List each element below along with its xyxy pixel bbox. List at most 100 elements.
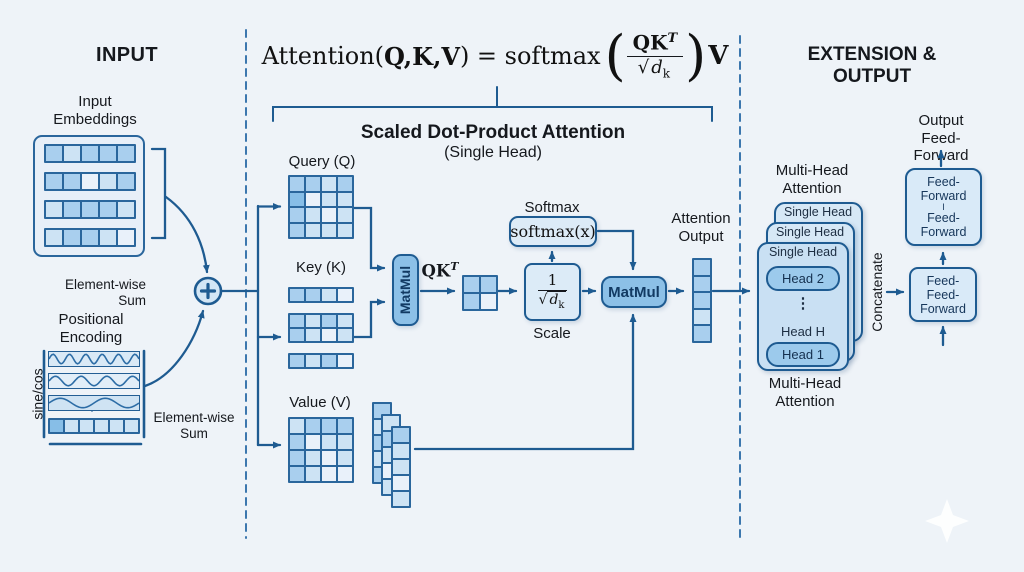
- matrix-cell: [322, 192, 336, 206]
- matrix-cell: [338, 451, 352, 465]
- matrix-cell: [95, 420, 108, 432]
- matrix-cell: [118, 230, 134, 245]
- matmul1-box: MatMul: [392, 254, 419, 326]
- multihead-label-bottom: Multi-Head Attention: [768, 375, 842, 410]
- matrix-cell: [338, 419, 352, 433]
- matrix-cell: [100, 146, 116, 161]
- matrix-cell: [322, 355, 336, 367]
- embedding-row: [44, 172, 136, 191]
- attention-output-column: [692, 258, 712, 343]
- matrix-cell: [338, 208, 352, 222]
- matrix-cell: [50, 420, 63, 432]
- matrix-cell: [64, 174, 80, 189]
- sine-wave-icon: [48, 375, 140, 387]
- scale-box: 1 √dk: [524, 263, 581, 321]
- matrix-cell: [322, 329, 336, 341]
- head-h-label: Head H: [780, 324, 826, 339]
- formula-denominator: √dk: [637, 55, 673, 81]
- vertical-dots: ⋮: [795, 295, 811, 312]
- positional-encoding-label: Positional Encoding: [58, 311, 124, 346]
- matrix-cell: [82, 202, 98, 217]
- matrix-cell: [306, 419, 320, 433]
- matrix-cell: [64, 230, 80, 245]
- matrix-cell: [100, 174, 116, 189]
- matrix-cell: [464, 277, 479, 292]
- sdpa-title: Scaled Dot-Product Attention: [360, 122, 626, 143]
- key-label: Key (K): [295, 259, 347, 276]
- concatenate-label: Concatenate: [869, 252, 885, 332]
- matrix-cell: [338, 435, 352, 449]
- matrix-cell: [322, 289, 336, 301]
- sparkle-icon: [925, 499, 969, 543]
- matrix-cell: [290, 208, 304, 222]
- matrix-cell: [82, 174, 98, 189]
- matrix-cell: [82, 146, 98, 161]
- elementwise-sum-label-1: Element-wise Sum: [64, 277, 146, 308]
- output-feedforward-label: Output Feed-Forward: [913, 112, 969, 165]
- extension-section-title: EXTENSION & OUTPUT: [807, 44, 937, 88]
- matrix-cell: [481, 294, 496, 309]
- matrix-cell: [338, 223, 352, 237]
- matrix-cell: [393, 428, 409, 442]
- matrix-cell: [46, 146, 62, 161]
- matrix-cell: [393, 476, 409, 490]
- matrix-cell: [393, 492, 409, 506]
- input-section-title: INPUT: [96, 44, 158, 66]
- matrix-cell: [118, 146, 134, 161]
- matrix-cell: [46, 202, 62, 217]
- scale-label: Scale: [533, 325, 571, 342]
- matrix-cell: [118, 202, 134, 217]
- matrix-cell: [290, 289, 304, 301]
- arrow-key-to-matmul: [352, 298, 386, 339]
- matrix-cell: [290, 315, 304, 327]
- matrix-cell: [64, 202, 80, 217]
- matrix-cell: [338, 192, 352, 206]
- matmul1-label: MatMul: [397, 265, 414, 315]
- matrix-cell: [322, 435, 336, 449]
- formula-open-paren: (: [604, 23, 626, 87]
- matrix-cell: [290, 223, 304, 237]
- matrix-cell: [338, 329, 352, 341]
- matrix-cell: [393, 444, 409, 458]
- value-matrix: [288, 417, 354, 483]
- key-matrix-bottom: [288, 353, 354, 369]
- sine-cos-label: sine/cos: [29, 368, 46, 420]
- matrix-cell: [290, 192, 304, 206]
- softmax-label: Softmax: [524, 199, 580, 216]
- matrix-cell: [125, 420, 138, 432]
- formula-fraction: QKT √dk: [626, 32, 684, 81]
- matrix-cell: [338, 315, 352, 327]
- value-label: Value (V): [289, 394, 351, 411]
- formula-qkv: Q,K,V: [384, 41, 460, 71]
- matrix-cell: [338, 467, 352, 481]
- formula-equals-softmax: ) = softmax: [459, 42, 601, 70]
- matrix-cell: [290, 435, 304, 449]
- sine-wave-icon: [48, 397, 140, 409]
- softmax-box: softmax(x): [509, 216, 597, 247]
- scale-denominator: √dk: [538, 290, 567, 311]
- sdpa-subtitle: (Single Head): [444, 144, 542, 161]
- arrow-softmax-to-matmul2: [596, 229, 637, 271]
- matrix-cell: [46, 230, 62, 245]
- matrix-cell: [694, 260, 710, 275]
- matrix-cell: [306, 355, 320, 367]
- matrix-cell: [481, 277, 496, 292]
- matrix-cell: [306, 329, 320, 341]
- matrix-cell: [393, 460, 409, 474]
- matrix-cell: [290, 419, 304, 433]
- matrix-cell: [322, 208, 336, 222]
- matrix-cell: [290, 451, 304, 465]
- matrix-cell: [82, 230, 98, 245]
- sine-wave-icon: [48, 353, 140, 365]
- embedding-row: [44, 200, 136, 219]
- matrix-cell: [110, 420, 123, 432]
- matrix-cell: [306, 223, 320, 237]
- matrix-cell: [694, 293, 710, 308]
- head-2-box: Head 2: [766, 266, 840, 291]
- matrix-cell: [322, 177, 336, 191]
- matrix-cell: [322, 223, 336, 237]
- matrix-cell: [80, 420, 93, 432]
- single-head-label-mid: Single Head: [775, 225, 845, 239]
